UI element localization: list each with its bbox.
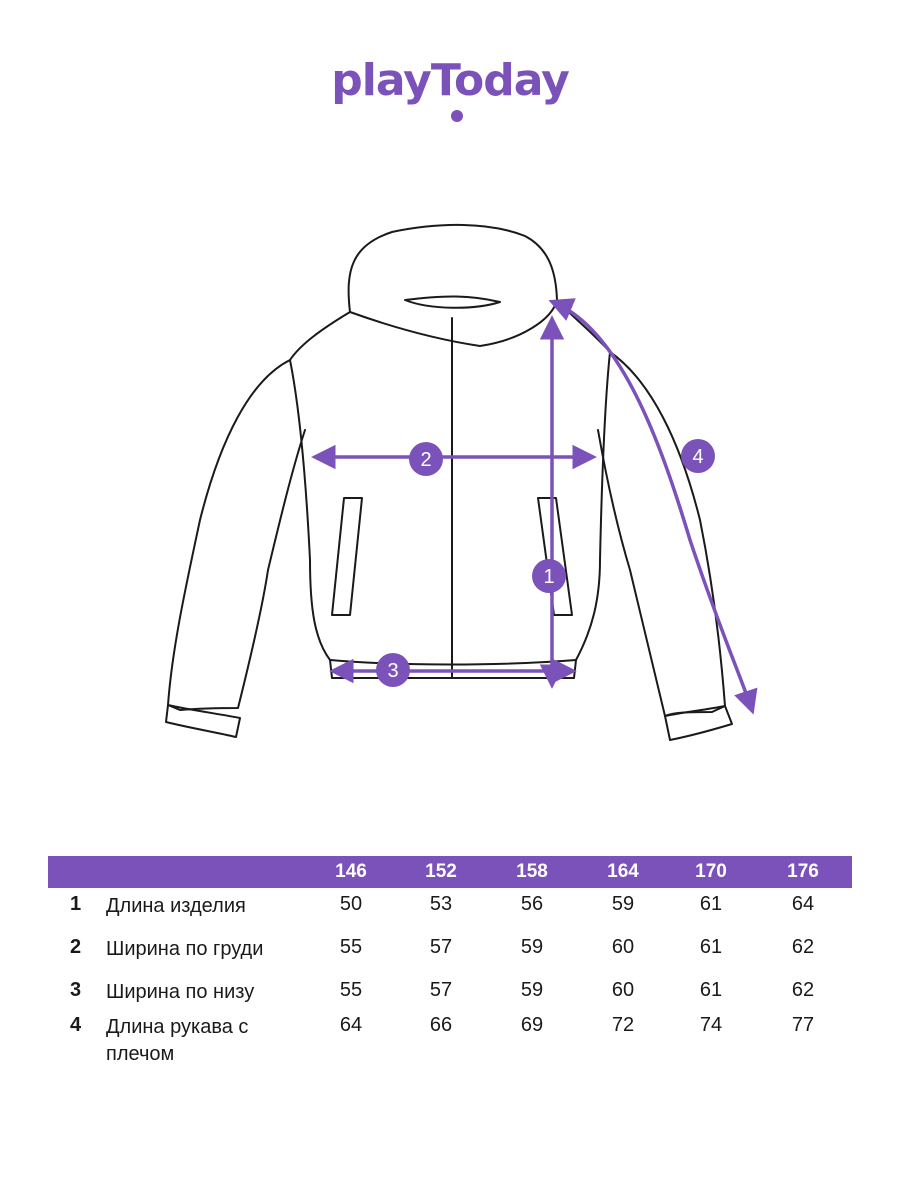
row-label: Длина рукава с плечом [106,1016,249,1065]
jacket-diagram: 1 2 3 4 [150,220,770,760]
size-header-cell: 176 [754,856,852,888]
table-cell: 72 [611,1014,635,1036]
header-blank-label [106,856,306,888]
hood-outline [347,223,558,347]
table-cell: 59 [520,979,544,1001]
table-cell: 77 [791,1014,815,1036]
table-cell: 64 [791,893,815,915]
table-cell: 53 [429,893,453,915]
marker-3-label: 3 [387,660,398,682]
row-number: 2 [70,936,82,958]
table-cell: 62 [791,936,815,958]
row-label: Ширина по груди [106,938,264,960]
table-cell: 61 [699,936,723,958]
marker-3: 3 [376,653,410,687]
right-cuff [664,705,733,741]
left-cuff [165,704,241,738]
marker-4: 4 [681,439,715,473]
table-cell: 60 [611,979,635,1001]
measurement-arrows [311,298,758,715]
size-header-row: 146 152 158 164 170 176 [48,856,852,888]
table-cell: 69 [520,1014,544,1036]
marker-4-label: 4 [692,446,703,468]
marker-1: 1 [532,559,566,593]
right-pocket [537,497,573,616]
size-header-cell: 146 [306,856,396,888]
body-outline [289,299,611,679]
header-blank-num [48,856,106,888]
table-cell: 62 [791,979,815,1001]
size-header-cell: 158 [486,856,578,888]
jacket-outline [165,223,733,741]
brand-logo-mark: playToday [331,55,570,122]
jacket-svg: 1 2 3 4 [165,223,758,741]
table-cell: 66 [429,1014,453,1036]
table-cell: 56 [520,893,544,915]
row-number: 1 [70,893,82,915]
table-cell: 59 [611,893,635,915]
table-cell: 74 [699,1014,723,1036]
marker-1-label: 1 [543,566,554,588]
left-pocket [331,497,363,616]
table-cell: 55 [339,979,363,1001]
marker-2-label: 2 [420,449,431,471]
brand-logo: playToday [0,50,900,130]
row-number: 3 [70,979,82,1001]
table-row: 1 Длина изделия 50 53 56 59 61 64 [48,888,852,931]
size-table: 146 152 158 164 170 176 1 Длина изделия … [48,856,852,1068]
row-label: Длина изделия [106,895,246,917]
brand-logo-text: playToday [331,55,569,106]
table-cell: 50 [339,893,363,915]
table-cell: 55 [339,936,363,958]
table-row: 3 Ширина по низу 55 57 59 60 61 62 [48,974,852,1012]
table-cell: 59 [520,936,544,958]
size-header-cell: 170 [668,856,754,888]
table-cell: 60 [611,936,635,958]
row-number: 4 [70,1014,82,1036]
table-cell: 61 [699,979,723,1001]
brand-logo-dot [451,110,463,122]
marker-2: 2 [409,442,443,476]
size-header-cell: 164 [578,856,668,888]
table-cell: 57 [429,979,453,1001]
right-sleeve [597,351,726,717]
hood-opening [404,295,501,309]
left-sleeve [167,359,306,711]
table-cell: 61 [699,893,723,915]
table-row: 4 Длина рукава с плечом 64 66 69 72 74 7… [48,1012,852,1068]
row-label: Ширина по низу [106,981,255,1003]
table-cell: 64 [339,1014,363,1036]
table-row: 2 Ширина по груди 55 57 59 60 61 62 [48,931,852,974]
table-cell: 57 [429,936,453,958]
arrow-sleeve [548,298,758,715]
size-header-cell: 152 [396,856,486,888]
